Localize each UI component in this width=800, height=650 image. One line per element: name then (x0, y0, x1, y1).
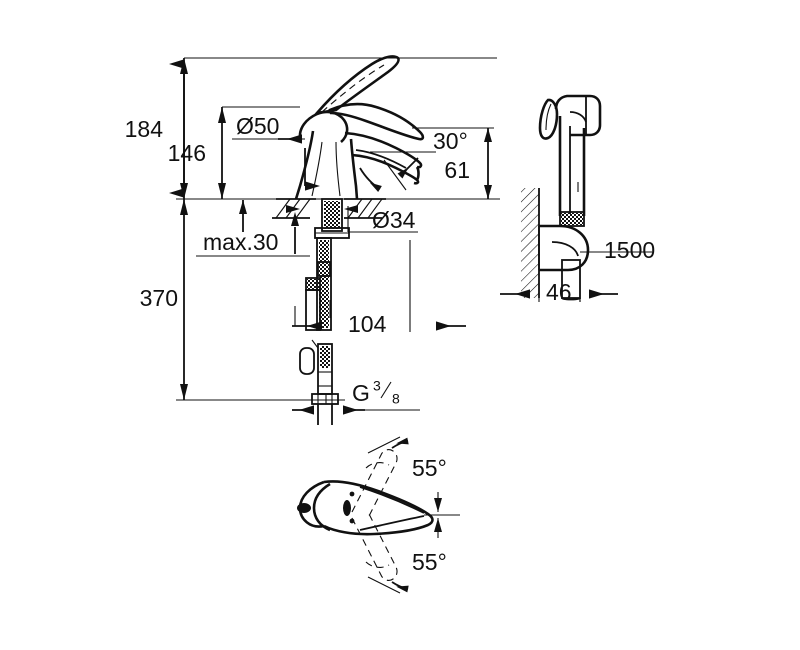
faucet-front-elevation (272, 55, 425, 425)
dim-104-label: 104 (348, 311, 387, 337)
dim-G-label: G (352, 380, 370, 406)
dimension-spout-angle: 30° (359, 128, 468, 192)
dimension-overall-height: 184 (125, 58, 188, 199)
dim-thread-numerator: 3 (373, 378, 381, 394)
lever-ghost-up (351, 449, 398, 519)
dimension-hose-1500: 1500 (580, 237, 655, 263)
dimension-max30: max.30 (196, 212, 310, 257)
dim-30deg-label: 30° (433, 128, 468, 154)
dim-146-label: 146 (168, 140, 206, 166)
dim-46-label: 46 (546, 279, 572, 305)
bidet-sprayer-wall-bracket (521, 94, 602, 301)
dim-d34-label: Ø34 (372, 207, 416, 233)
dim-370-label: 370 (140, 285, 178, 311)
dimension-thread-size: G 3 8 (292, 378, 420, 415)
dim-55deg-lower-label: 55° (412, 549, 447, 575)
dimension-swivel-lower: 55° (367, 518, 447, 594)
dimension-swivel-upper: 55° (367, 436, 447, 512)
dim-d50-label: Ø50 (236, 113, 279, 139)
lever-ghost-down (351, 511, 398, 581)
dim-1500-label: 1500 (604, 237, 655, 263)
dimension-hose-length-370: 370 (140, 199, 188, 400)
lever-swivel-plan-view: 55° 55° (297, 436, 460, 594)
dimension-bracket-projection: 46 (500, 270, 618, 305)
dim-55deg-upper-label: 55° (412, 455, 447, 481)
dim-184-label: 184 (125, 116, 164, 142)
wall-hatch-icon (521, 188, 540, 298)
dim-thread-denominator: 8 (392, 391, 400, 407)
counter-plate (272, 198, 386, 219)
dimension-base-diameter: Ø34 (347, 206, 418, 310)
dim-61-label: 61 (444, 157, 470, 183)
dimension-spout-projection: 61 (412, 127, 494, 199)
dim-max30-label: max.30 (203, 229, 278, 255)
dimension-spout-height: 146 (168, 107, 226, 199)
dimension-rosette-diameter: Ø50 (232, 113, 305, 144)
dimension-spout-reach: 104 (292, 300, 466, 337)
